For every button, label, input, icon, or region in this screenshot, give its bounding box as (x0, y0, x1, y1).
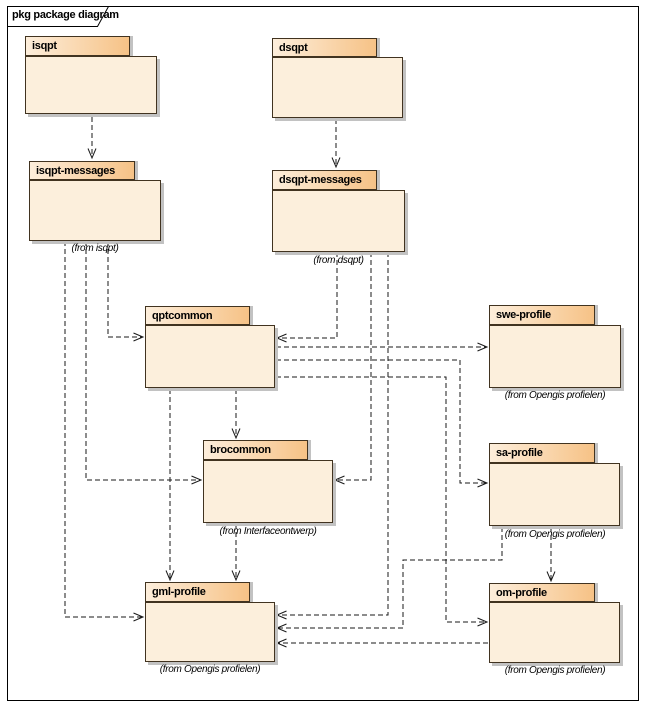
package-isqpt-messages[interactable]: isqpt-messages (29, 161, 161, 241)
package-dsqpt[interactable]: dsqpt (272, 38, 403, 118)
package-tab: isqpt (25, 36, 130, 56)
package-body (489, 325, 621, 388)
package-name: swe-profile (496, 309, 551, 321)
package-tab: gml-profile (145, 582, 250, 602)
dependency-qptcommon-to-sa-profile[interactable] (276, 359, 489, 488)
dependency-dsqpt-messages-to-gml-profile[interactable] (275, 252, 389, 620)
package-body (272, 190, 405, 252)
package-name: om-profile (496, 586, 547, 599)
dependency-dsqpt-messages-to-qptcommon[interactable] (275, 252, 338, 343)
package-tab: om-profile (489, 583, 595, 602)
package-from-label: (from Opengis profielen) (504, 665, 606, 676)
package-dsqpt-messages[interactable]: dsqpt-messages (272, 170, 405, 252)
package-qptcommon[interactable]: qptcommon (145, 306, 275, 388)
package-from-label: (from isqpt) (71, 243, 119, 254)
package-from-label: (from Interfaceontwerp) (219, 526, 317, 537)
package-gml-profile[interactable]: gml-profile (145, 582, 275, 662)
dependency-isqpt-messages-to-gml-profile[interactable] (64, 241, 145, 622)
package-body (489, 602, 620, 663)
package-om-profile[interactable]: om-profile (489, 583, 620, 663)
package-body (489, 463, 620, 526)
package-body (145, 325, 275, 388)
package-name: isqpt (32, 40, 57, 52)
package-from-label: (from dsqpt) (313, 255, 364, 266)
package-name: dsqpt-messages (279, 174, 362, 186)
package-tab: dsqpt-messages (272, 170, 377, 190)
package-name: brocommon (210, 444, 271, 456)
package-tab: swe-profile (489, 305, 595, 325)
package-tab: qptcommon (145, 306, 250, 325)
package-from-label: (from Opengis profielen) (504, 529, 606, 540)
frame-title-tab (7, 6, 110, 27)
package-body (203, 460, 333, 523)
package-swe-profile[interactable]: swe-profile (489, 305, 621, 388)
package-from-label: (from Opengis profielen) (159, 664, 261, 675)
package-body (25, 56, 157, 114)
package-name: sa-profile (496, 447, 543, 459)
package-name: gml-profile (152, 586, 206, 598)
package-tab: sa-profile (489, 443, 595, 463)
package-name: qptcommon (152, 309, 213, 322)
dependency-qptcommon-to-om-profile[interactable] (276, 376, 489, 627)
package-body (145, 602, 275, 662)
dependency-sa-profile-to-gml-profile[interactable] (275, 527, 503, 633)
package-brocommon[interactable]: brocommon (203, 440, 333, 523)
package-tab: isqpt-messages (29, 161, 135, 180)
package-name: dsqpt (279, 41, 308, 54)
diagram-frame (7, 6, 639, 701)
package-tab: dsqpt (272, 38, 377, 57)
package-isqpt[interactable]: isqpt (25, 36, 157, 114)
package-tab: brocommon (203, 440, 308, 460)
dependency-isqpt-messages-to-brocommon[interactable] (85, 241, 203, 485)
diagram-title: pkg package diagram (12, 9, 119, 21)
package-name: isqpt-messages (36, 164, 115, 177)
package-body (272, 57, 403, 118)
package-body (29, 180, 161, 241)
dependency-isqpt-messages-to-qptcommon[interactable] (107, 241, 145, 342)
package-from-label: (from Opengis profielen) (504, 390, 606, 401)
dependency-dsqpt-messages-to-brocommon[interactable] (333, 252, 372, 485)
package-sa-profile[interactable]: sa-profile (489, 443, 620, 526)
